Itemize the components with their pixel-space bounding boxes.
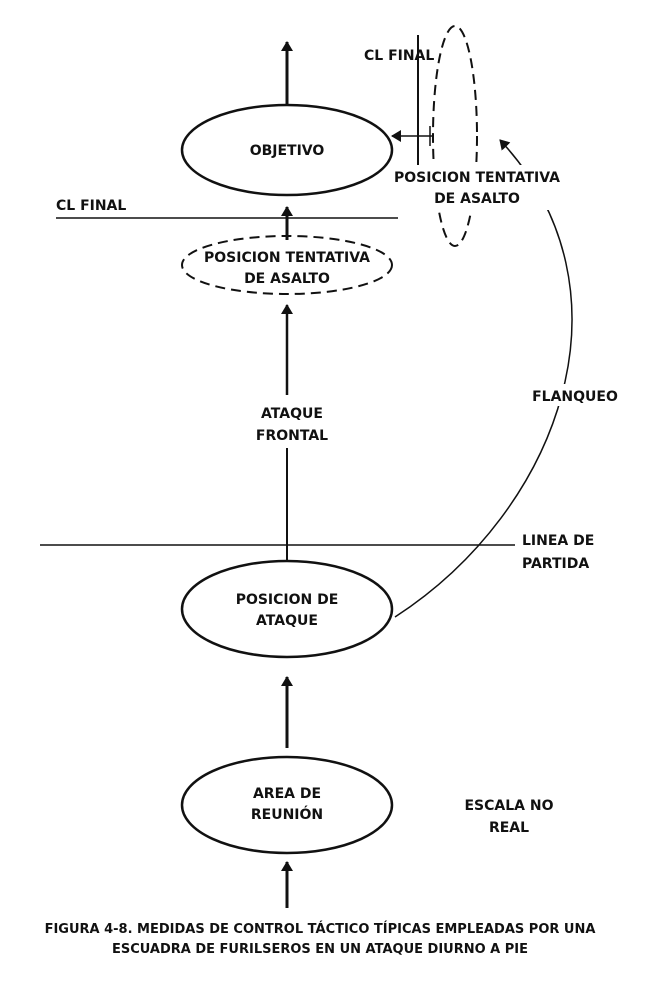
figure-caption-line-2: ESCUADRA DE FURILSEROS EN UN ATAQUE DIUR…: [112, 942, 528, 957]
asalto-side-label-2: DE ASALTO: [434, 191, 520, 207]
figure-caption-line-1: FIGURA 4-8. MEDIDAS DE CONTROL TÁCTICO T…: [45, 921, 596, 937]
ataque-frontal-label-2: FRONTAL: [256, 428, 328, 444]
escala-label-2: REAL: [489, 820, 529, 836]
reunion-label-2: REUNIÓN: [251, 805, 323, 823]
reunion-label-1: AREA DE: [253, 786, 321, 802]
escala-label-1: ESCALA NO: [464, 798, 553, 814]
asalto-side-label-bg: [390, 165, 565, 210]
ataque-label-1: POSICION DE: [236, 592, 339, 608]
asalto-front-ellipse: [181, 235, 393, 295]
cl-final-left-label: CL FINAL: [56, 198, 126, 214]
objetivo-ellipse: [180, 103, 394, 197]
objetivo-label: OBJETIVO: [250, 143, 325, 159]
asalto-side-label-1: POSICION TENTATIVA: [394, 170, 560, 186]
asalto-front-label-2: DE ASALTO: [244, 271, 330, 287]
ataque-ellipse: [180, 559, 394, 659]
asalto-side-ellipse: [432, 25, 478, 247]
flanqueo-label: FLANQUEO: [532, 389, 618, 405]
flanqueo-label-bg: [528, 384, 622, 406]
ataque-frontal-label-1: ATAQUE: [261, 406, 323, 422]
reunion-ellipse: [180, 755, 394, 855]
cl-final-top-label: CL FINAL: [364, 48, 434, 64]
ataque-label-2: ATAQUE: [256, 613, 318, 629]
asalto-front-label-1: POSICION TENTATIVA: [204, 250, 370, 266]
linea-partida-label-1: LINEA DE: [522, 533, 594, 549]
linea-partida-label-2: PARTIDA: [522, 556, 589, 572]
